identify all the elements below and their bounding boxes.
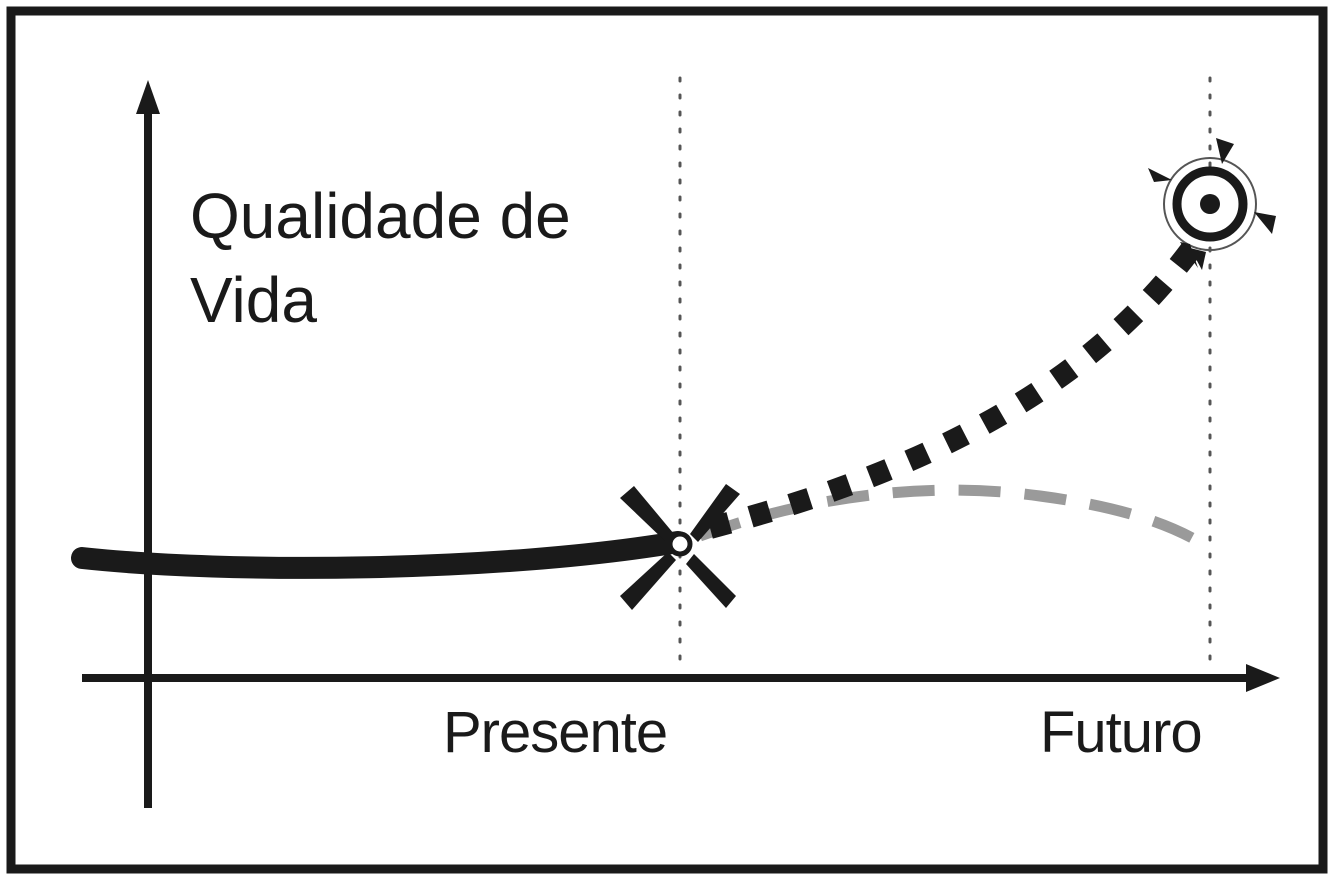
- y-axis-label-line1: Qualidade de: [190, 180, 571, 252]
- burst-icon: [620, 484, 740, 610]
- y-axis: [136, 80, 160, 808]
- past-trajectory-line: [71, 531, 689, 579]
- y-axis-arrowhead: [136, 80, 160, 114]
- target-icon: [1148, 138, 1276, 270]
- x-tick-label-future: Futuro: [1040, 700, 1202, 765]
- x-axis-arrowhead: [1246, 664, 1280, 692]
- diagram-frame: [6, 6, 1328, 874]
- x-axis: [82, 664, 1280, 692]
- x-tick-label-present: Presente: [443, 700, 667, 765]
- y-axis-label-line2: Vida: [190, 264, 317, 336]
